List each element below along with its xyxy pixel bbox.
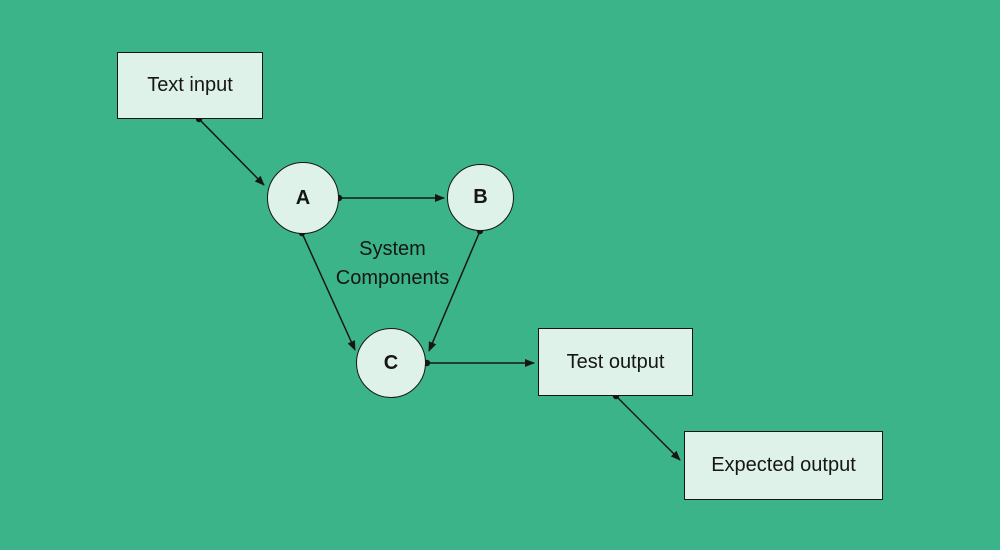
node-b-label: B — [473, 186, 488, 208]
node-test-output[interactable]: Test output — [538, 328, 693, 396]
node-a-label: A — [295, 186, 311, 209]
edge-testoutput-to-expectedoutput — [612, 392, 681, 461]
system-components-label: System Components — [335, 238, 450, 289]
node-c[interactable]: C — [356, 328, 426, 398]
node-text-input-label: Text input — [147, 74, 233, 96]
node-text-input[interactable]: Text input — [117, 52, 263, 119]
edge-a-to-b — [335, 194, 445, 202]
node-expected-output[interactable]: Expected output — [684, 431, 883, 500]
node-test-output-label: Test output — [566, 350, 665, 373]
node-a[interactable]: A — [267, 162, 339, 234]
edge-c-to-testoutput — [423, 359, 535, 367]
edge-textinput-to-a — [195, 115, 265, 186]
node-b[interactable]: B — [447, 164, 514, 231]
node-expected-output-label: Expected output — [711, 454, 856, 476]
node-c-label: C — [383, 351, 399, 374]
